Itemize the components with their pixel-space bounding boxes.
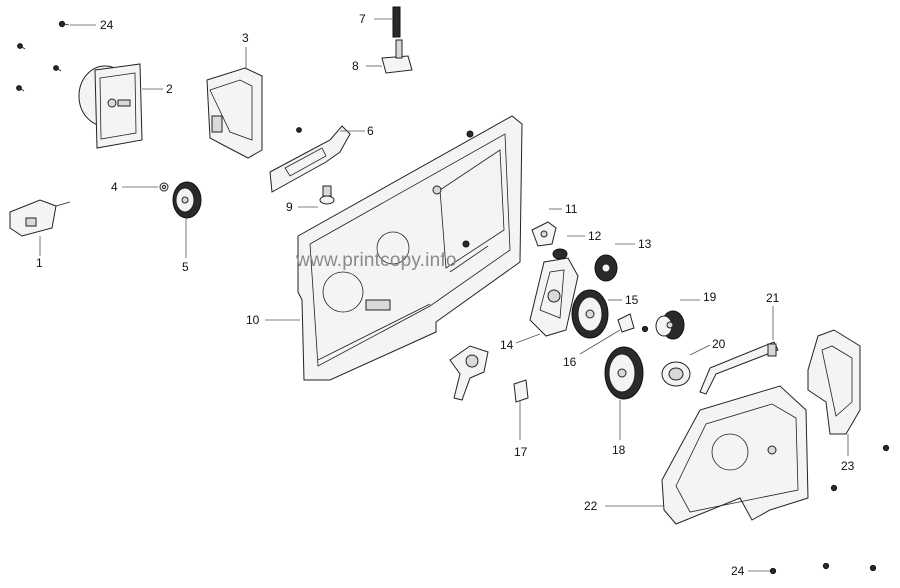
callout-19: 19 [703,290,717,304]
gear-part-18 [604,346,644,400]
callout-20: 20 [712,337,726,351]
callout-15: 15 [625,293,639,307]
screw-bottom-3 [869,564,877,572]
screw-right-2 [830,484,838,492]
holder-part-8 [381,39,413,74]
callout-9: 9 [286,200,293,214]
callout-16: 16 [563,355,577,369]
watermark-text: www.printcopy.info [296,250,457,271]
leader-20 [689,344,711,356]
callout-24-bottom: 24 [731,564,745,578]
main-frame-part-10 [297,115,523,381]
gear-part-15 [571,289,609,339]
gear-part-19 [655,310,685,340]
screw-bottom-24 [769,567,777,575]
motor-part-2 [78,63,143,149]
screw-near-19 [641,325,649,333]
callout-2: 2 [166,82,173,96]
bushing-part-20 [661,361,691,387]
leader-16 [579,329,621,355]
side-frame-part-22 [661,385,809,525]
switch-part-1 [9,199,71,237]
cam-part-17 [449,345,489,401]
callout-5: 5 [182,260,189,274]
washer-part-4 [159,182,169,192]
callout-6: 6 [367,124,374,138]
screw-24-top [58,20,70,28]
link-part-21 [699,341,779,395]
shaft-part-7 [392,6,401,38]
screw-right-1 [882,444,890,452]
gear-part-13 [594,254,618,282]
callout-11: 11 [565,202,578,216]
callout-7: 7 [359,12,366,26]
screw-loose-3 [16,85,25,92]
callout-4: 4 [111,180,118,194]
callout-18: 18 [612,443,626,457]
callout-23: 23 [841,459,855,473]
screw-loose-2 [53,65,62,72]
bracket-part-23 [807,329,861,435]
callout-10: 10 [246,313,260,327]
clip-part-16 [617,313,635,333]
bracket-part-3 [206,67,263,159]
callout-17: 17 [514,445,528,459]
callout-1: 1 [36,256,43,270]
callout-21: 21 [766,291,780,305]
bushing-part-9 [319,185,335,205]
callout-8: 8 [352,59,359,73]
leader-14 [515,333,541,344]
screw-bottom-2 [822,562,830,570]
callout-13: 13 [638,237,652,251]
callout-12: 12 [588,229,602,243]
callout-14: 14 [500,338,514,352]
bushing-part-12 [552,248,568,260]
bushing-part-17 [513,379,529,403]
callout-24-top: 24 [100,18,114,32]
screw-loose-1 [17,43,26,50]
bracket-part-11 [531,221,557,247]
gear-housing-part-14 [529,257,579,337]
gear-part-5 [172,181,202,219]
lever-part-6 [269,125,351,193]
callout-3: 3 [242,31,249,45]
callout-22: 22 [584,499,598,513]
